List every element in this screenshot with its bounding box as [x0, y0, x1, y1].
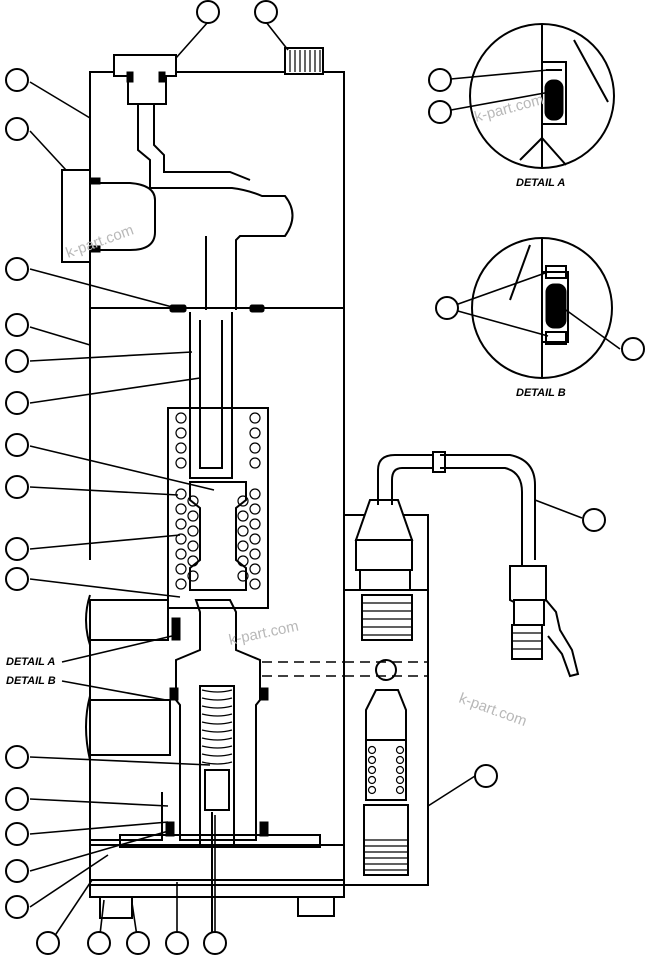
watermark-text: k-part.com: [473, 91, 546, 126]
callout-circles: [5, 0, 645, 955]
callout-circle: [5, 433, 29, 457]
detail-b-heading: DETAIL B: [516, 387, 566, 399]
callout-circle: [5, 537, 29, 561]
callout-circle: [5, 895, 29, 919]
callout-circle: [435, 296, 459, 320]
exploded-connector: [509, 565, 580, 678]
callout-circle: [5, 391, 29, 415]
callout-circle: [5, 475, 29, 499]
watermark-text: k-part.com: [457, 690, 529, 730]
callout-circle: [5, 859, 29, 883]
upper-valve-body: [61, 47, 345, 313]
watermark-text: k-part.com: [227, 618, 300, 649]
callout-circle: [5, 745, 29, 769]
spool-assembly: [165, 312, 269, 935]
callout-circle: [5, 349, 29, 373]
callout-circle: [428, 68, 452, 92]
callout-circle: [196, 0, 220, 24]
callout-circle: [5, 822, 29, 846]
detail-a-heading: DETAIL A: [516, 177, 565, 189]
detail-a-pointer-label: DETAIL A: [6, 656, 55, 668]
callout-circle: [87, 931, 111, 955]
callout-circle: [254, 0, 278, 24]
callout-circle: [582, 508, 606, 532]
callout-circle: [621, 337, 645, 361]
callout-circle: [5, 313, 29, 337]
callout-circle: [203, 931, 227, 955]
detail-b-pointer-label: DETAIL B: [6, 675, 56, 687]
callout-circle: [5, 787, 29, 811]
detail-a-leader: [61, 635, 173, 663]
callout-circle: [428, 100, 452, 124]
callout-circle: [126, 931, 150, 955]
sensor-housing: [262, 451, 536, 886]
callout-circle: [5, 117, 29, 141]
callout-circle: [5, 257, 29, 281]
callout-circle: [474, 764, 498, 788]
callout-circle: [5, 68, 29, 92]
callout-circle: [165, 931, 189, 955]
lower-valve-body: [85, 307, 345, 919]
leader-lines: [29, 21, 621, 944]
detail-a-view: [469, 23, 615, 169]
callout-circle: [36, 931, 60, 955]
detail-b-leader: [61, 680, 167, 701]
callout-circle: [5, 567, 29, 591]
detail-b-view: [471, 237, 613, 379]
